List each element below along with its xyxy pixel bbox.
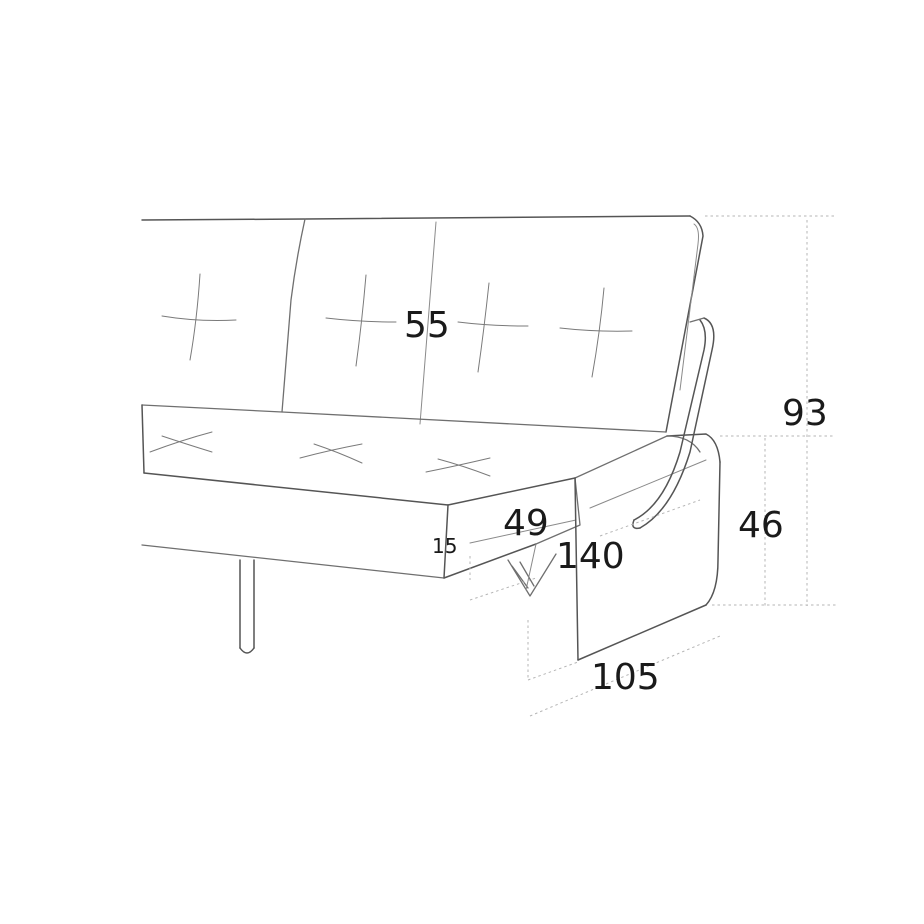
backrest: [141, 215, 704, 433]
dimension-total-height: 93: [782, 393, 828, 434]
seat-cushion: [141, 404, 668, 579]
dimension-cushion-thickness: 15: [432, 534, 457, 558]
dimension-bed-depth: 105: [591, 657, 660, 698]
dimension-seat-front: 49: [503, 503, 549, 544]
dimension-length: 140: [556, 536, 625, 577]
armrest: [574, 433, 721, 661]
folding-mechanism: [507, 543, 557, 597]
side-frame: [632, 317, 715, 530]
backrest-tufting: [161, 273, 633, 378]
dimension-labels: 55 93 46 15 49 140 105: [404, 305, 828, 698]
dimension-guides: [469, 215, 836, 717]
dimension-seat-depth: 55: [404, 305, 450, 346]
front-leg: [239, 559, 255, 654]
seat-tufting: [149, 431, 491, 477]
dimension-seat-height: 46: [738, 505, 784, 546]
